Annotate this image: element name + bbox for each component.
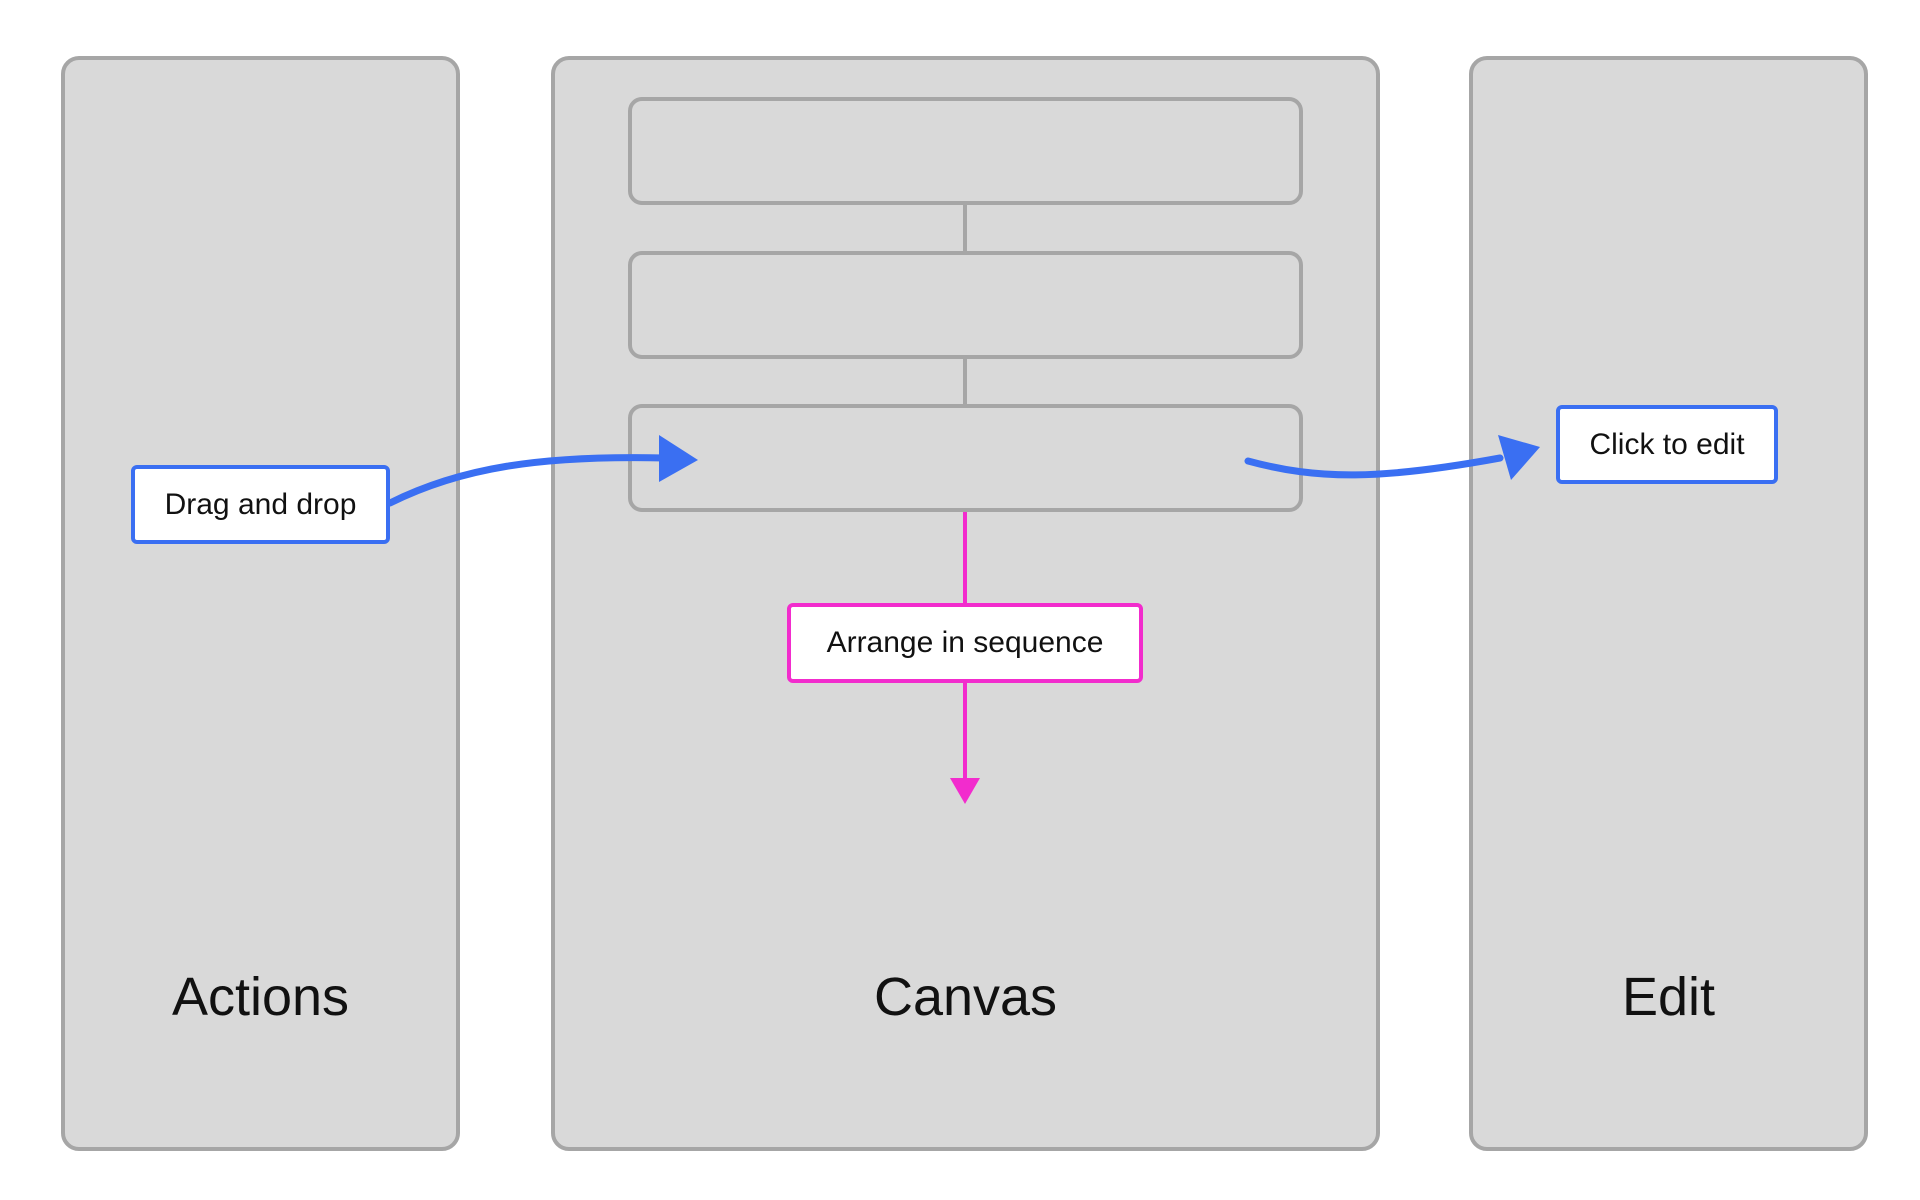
click-to-edit-label: Click to edit [1556, 405, 1778, 484]
canvas-step-2[interactable] [628, 251, 1303, 359]
actions-panel: Actions [61, 56, 460, 1151]
canvas-step-3[interactable] [628, 404, 1303, 512]
step-connector-2 [963, 359, 967, 404]
actions-panel-title: Actions [171, 967, 350, 1027]
canvas-step-1[interactable] [628, 97, 1303, 205]
edit-panel: Edit [1469, 56, 1868, 1151]
step-connector-1 [963, 205, 967, 251]
drag-and-drop-label: Drag and drop [131, 465, 390, 544]
arrange-in-sequence-label: Arrange in sequence [787, 603, 1143, 683]
edit-panel-title: Edit [1621, 967, 1716, 1027]
canvas-panel-title: Canvas [873, 967, 1058, 1027]
